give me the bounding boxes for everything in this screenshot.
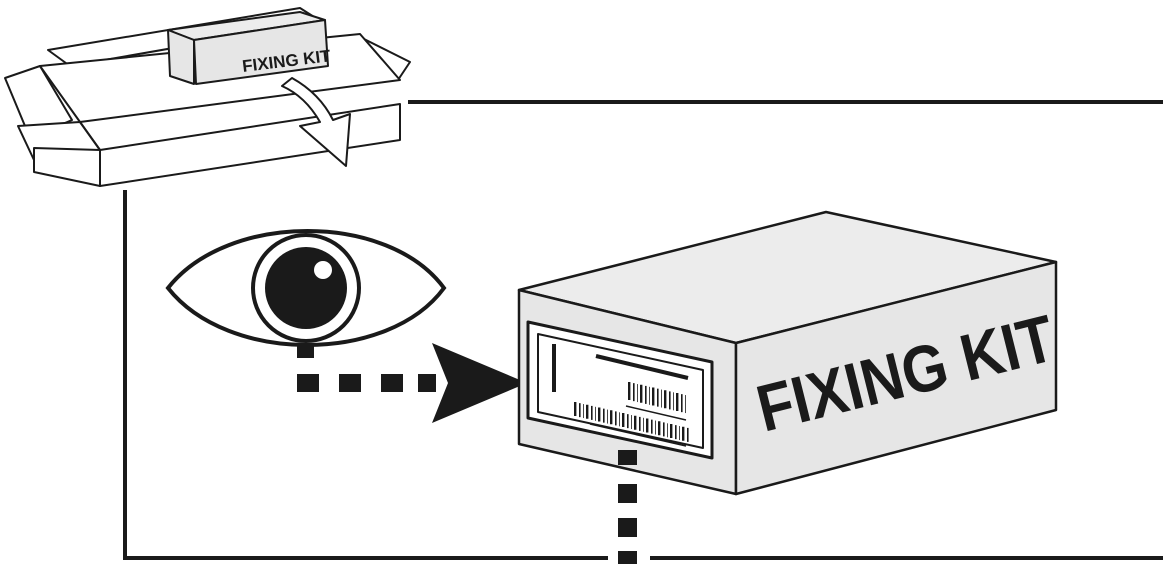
barcode-bar	[591, 406, 593, 420]
barcode-bar	[670, 424, 672, 438]
barcode-bar	[679, 426, 680, 440]
barcode-bar	[687, 428, 689, 442]
sightline-dot	[297, 343, 314, 358]
label-dotted-dash	[618, 551, 637, 564]
barcode-bar	[664, 390, 666, 408]
label-dotted-dash	[618, 518, 637, 537]
barcode-bar	[603, 409, 605, 423]
eye-highlight	[314, 261, 332, 279]
eye-icon	[168, 231, 444, 345]
barcode-bar	[669, 391, 671, 409]
barcode-bar	[673, 392, 674, 410]
barcode-bar	[639, 417, 641, 431]
barcode-bar	[640, 385, 642, 403]
barcode-bar	[655, 421, 656, 435]
barcode-bar	[634, 416, 636, 430]
barcode-bar	[643, 418, 644, 432]
barcode-bar	[607, 410, 608, 424]
sightline-dot	[418, 374, 436, 392]
barcode-bar	[645, 386, 647, 404]
barcode-bar	[661, 390, 662, 408]
sightline-dot	[339, 374, 361, 392]
small-box-front	[168, 30, 194, 84]
sightline-dot	[297, 374, 319, 392]
barcode-bar	[649, 387, 650, 405]
barcode-bar	[598, 408, 600, 422]
barcode-bar	[681, 394, 683, 412]
barcode-bar	[651, 420, 653, 434]
barcode-bar	[583, 404, 584, 418]
barcode-bar	[615, 411, 617, 425]
barcode-bar	[586, 405, 588, 419]
sightline	[297, 343, 527, 423]
carton-side-face	[100, 104, 400, 186]
barcode-bar	[685, 395, 686, 413]
barcode-bar	[627, 414, 629, 428]
barcode-bar	[619, 412, 620, 426]
barcode-bar	[675, 425, 677, 439]
carton-front-face	[34, 148, 100, 186]
barcode-bar	[667, 423, 668, 437]
sightline-dot	[381, 374, 403, 392]
eye-pupil	[265, 247, 347, 329]
barcode-bar	[637, 384, 638, 402]
barcode-bar	[595, 407, 596, 421]
barcode-bar	[646, 419, 648, 433]
barcode-bar	[622, 413, 624, 427]
label-dotted-dash	[618, 450, 637, 465]
barcode-bar	[682, 427, 684, 441]
sightline-arrowhead	[432, 343, 527, 423]
barcode-bar	[631, 415, 632, 429]
barcode-bar	[657, 389, 659, 407]
barcode-bar	[628, 382, 630, 400]
barcode-bar	[652, 388, 654, 406]
barcode-bar	[676, 393, 678, 411]
barcode-bar	[610, 410, 612, 424]
label-dotted-dash	[618, 484, 637, 503]
barcode-bar	[663, 422, 665, 436]
barcode-bar	[579, 403, 581, 417]
barcode-bar	[633, 383, 635, 401]
barcode-bar	[658, 421, 660, 435]
barcode-bar	[574, 402, 576, 416]
